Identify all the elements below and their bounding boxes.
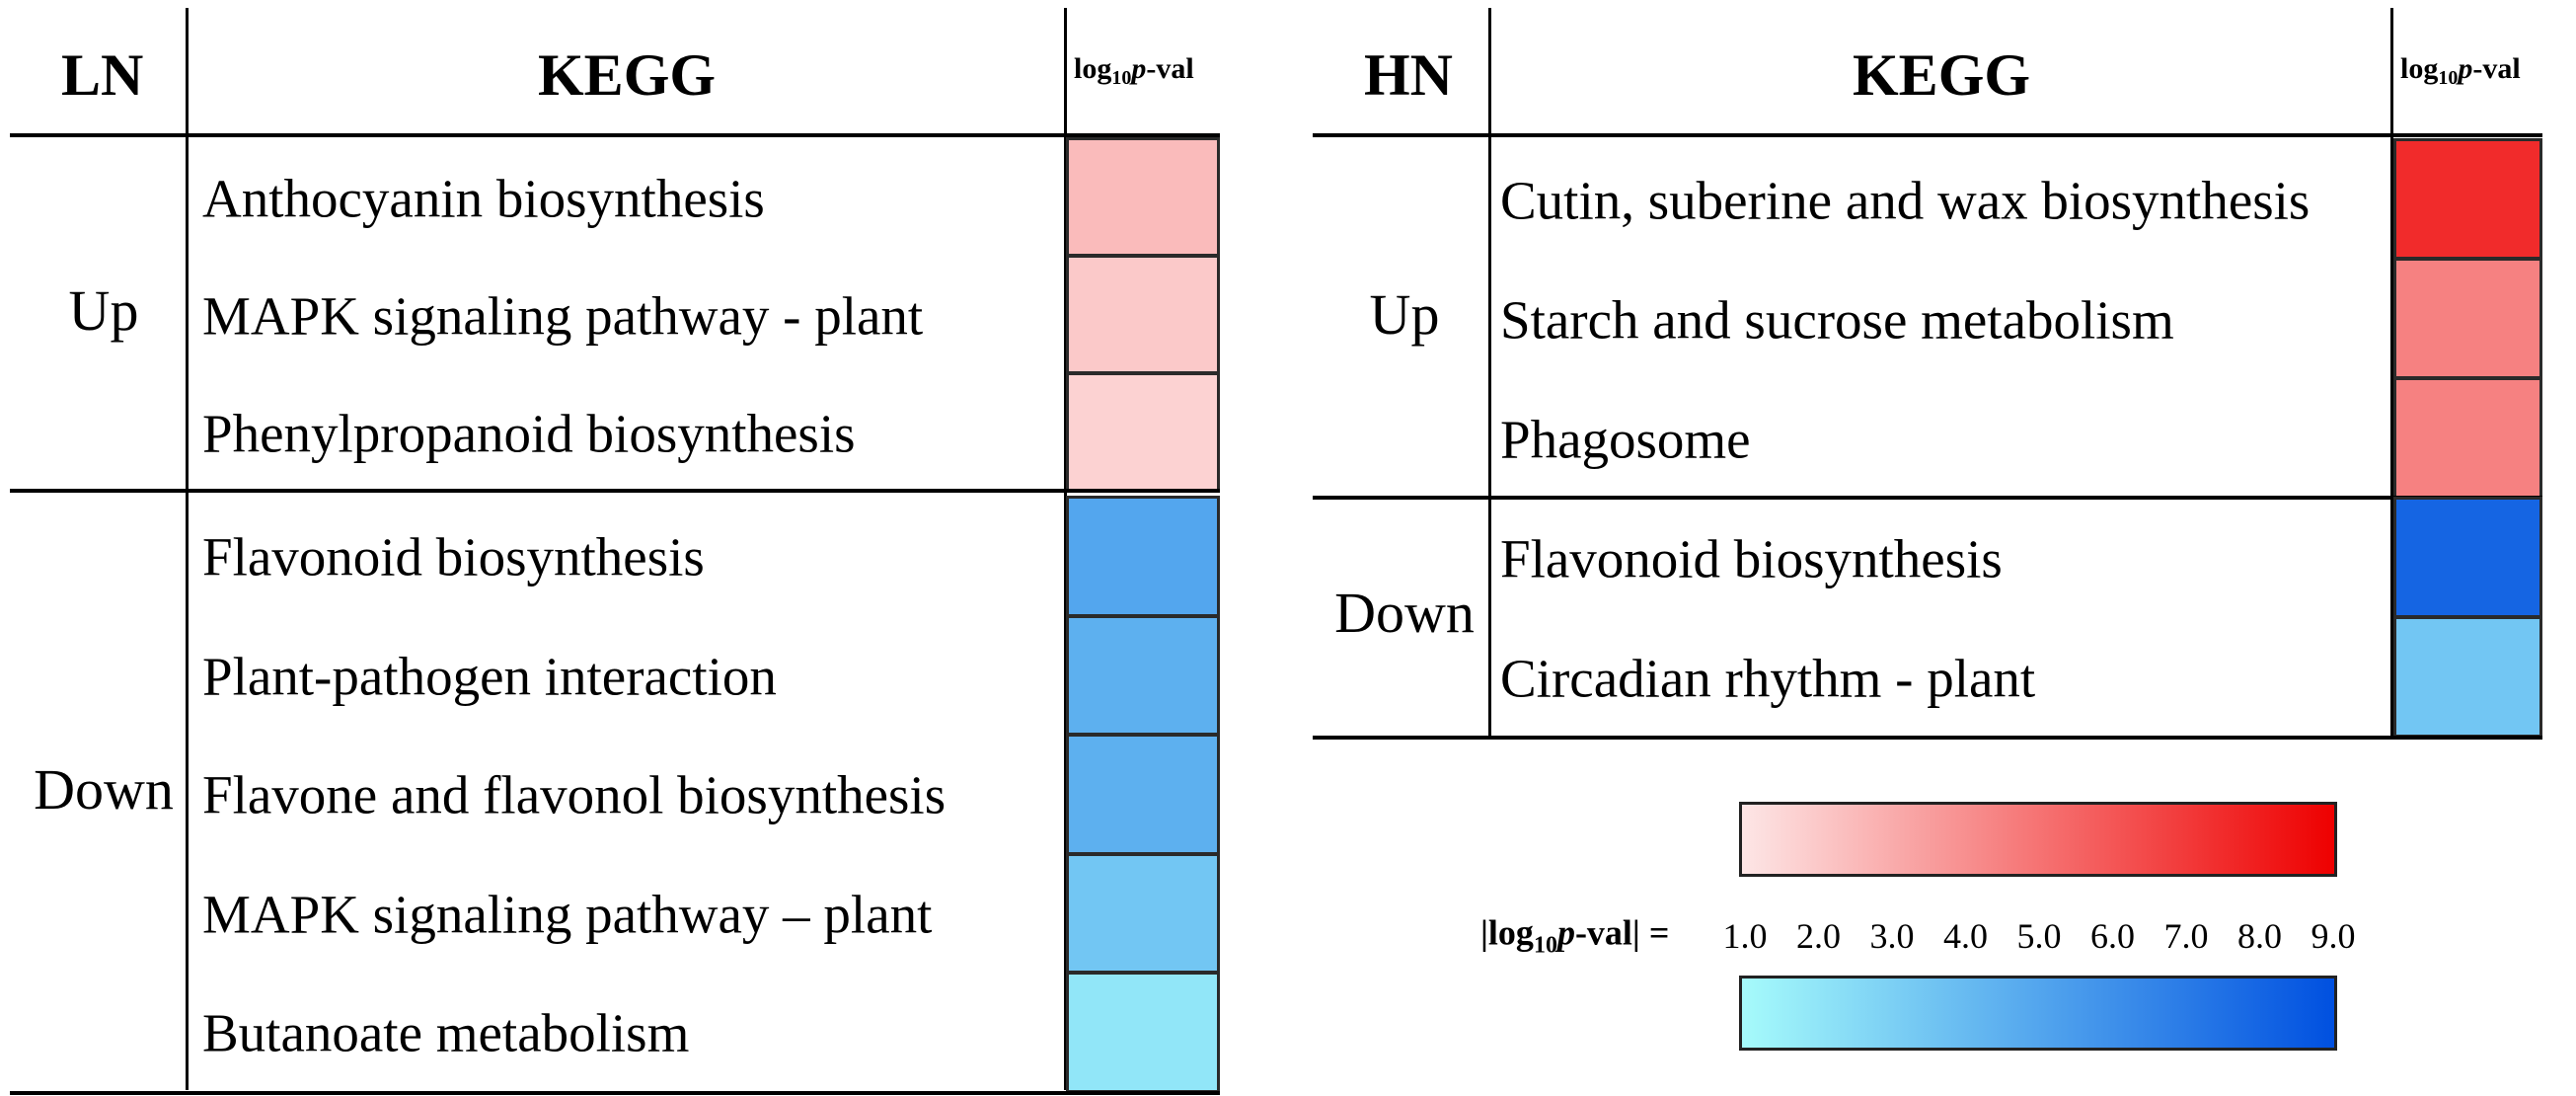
hn-header-logpval: log10p-val	[2400, 52, 2521, 89]
colorbar-tick-label: 6.0	[2090, 916, 2135, 956]
ln-header-group: LN	[61, 42, 144, 108]
hn-group-label-down: Down	[1334, 581, 1475, 645]
ln-group-label-up: Up	[68, 277, 139, 343]
colorbar-tick-label: 5.0	[2016, 916, 2062, 956]
header-log-base: 10	[1111, 67, 1132, 89]
hn-heat-cell	[2393, 497, 2542, 618]
hn-rule-down-bottom	[1313, 736, 2542, 740]
header-log-text: log	[2400, 52, 2439, 85]
ln-pathway-label: MAPK signaling pathway - plant	[202, 285, 924, 346]
ln-heat-cell	[1066, 496, 1220, 617]
ln-heat-cell	[1066, 255, 1220, 374]
ln-vline-right	[1064, 8, 1067, 1090]
header-log-text: log	[1074, 52, 1112, 85]
hn-pathway-label: Starch and sucrose metabolism	[1500, 289, 2174, 350]
ln-rule-down-bottom	[10, 1090, 1220, 1095]
header-p-text: p	[2458, 52, 2473, 85]
ln-heat-cell	[1066, 614, 1220, 736]
hn-heat-cell	[2393, 258, 2542, 379]
hn-header-kegg: KEGG	[1853, 42, 2031, 108]
ln-pathway-label: Flavone and flavonol biosynthesis	[202, 764, 947, 825]
ln-pathway-label: Plant-pathogen interaction	[202, 646, 777, 707]
ln-heat-cell	[1066, 852, 1220, 974]
ln-pathway-label: Flavonoid biosynthesis	[202, 526, 705, 587]
hn-group-label-up: Up	[1369, 281, 1440, 347]
hn-vline-right	[2390, 8, 2393, 736]
colorbar-tick-label: 8.0	[2237, 916, 2282, 956]
ln-pathway-label: MAPK signaling pathway – plant	[202, 884, 933, 945]
ln-rule-up-bottom	[10, 489, 1220, 493]
colorbar-tick-label: 3.0	[1869, 916, 1915, 956]
header-val-text: -val	[2472, 52, 2521, 85]
hn-pathway-label: Flavonoid biosynthesis	[1500, 528, 2003, 588]
ln-heat-cell	[1066, 372, 1220, 492]
colorbar-down	[1739, 976, 2337, 1051]
colorbar-tick-label: 9.0	[2311, 916, 2356, 956]
colorbar-label: |log10p-val| =	[1480, 912, 1670, 959]
hn-heat-cell	[2393, 138, 2542, 260]
ln-heat-cell	[1066, 972, 1220, 1093]
ln-pathway-label: Anthocyanin biosynthesis	[202, 168, 765, 228]
colorbar-up	[1739, 802, 2337, 877]
hn-heat-cell	[2393, 616, 2542, 738]
colorbar-tick-label: 2.0	[1796, 916, 1841, 956]
header-p-text: p	[1131, 52, 1147, 85]
ln-pathway-label: Butanoate metabolism	[202, 1002, 690, 1063]
colorbar-tick-label: 7.0	[2163, 916, 2209, 956]
ln-pathway-label: Phenylpropanoid biosynthesis	[202, 403, 856, 463]
hn-top-rule	[1313, 133, 2542, 137]
hn-heat-cell	[2393, 377, 2542, 499]
hn-header-group: HN	[1364, 42, 1453, 108]
ln-top-rule	[10, 133, 1220, 137]
colorbar-tick-label: 4.0	[1943, 916, 1988, 956]
hn-pathway-label: Cutin, suberine and wax biosynthesis	[1500, 170, 2311, 230]
hn-rule-up-bottom	[1313, 496, 2542, 500]
header-val-text: -val	[1146, 52, 1194, 85]
ln-vline-left	[186, 8, 189, 1090]
hn-pathway-label: Phagosome	[1500, 409, 1751, 469]
ln-heat-cell	[1066, 137, 1220, 257]
ln-group-label-down: Down	[34, 757, 174, 822]
ln-header-kegg: KEGG	[538, 42, 717, 108]
ln-heat-cell	[1066, 734, 1220, 855]
colorbar-tick-label: 1.0	[1722, 916, 1768, 956]
header-log-base: 10	[2438, 67, 2459, 89]
ln-header-logpval: log10p-val	[1074, 52, 1194, 89]
hn-vline-left	[1488, 8, 1491, 736]
hn-pathway-label: Circadian rhythm - plant	[1500, 648, 2036, 708]
